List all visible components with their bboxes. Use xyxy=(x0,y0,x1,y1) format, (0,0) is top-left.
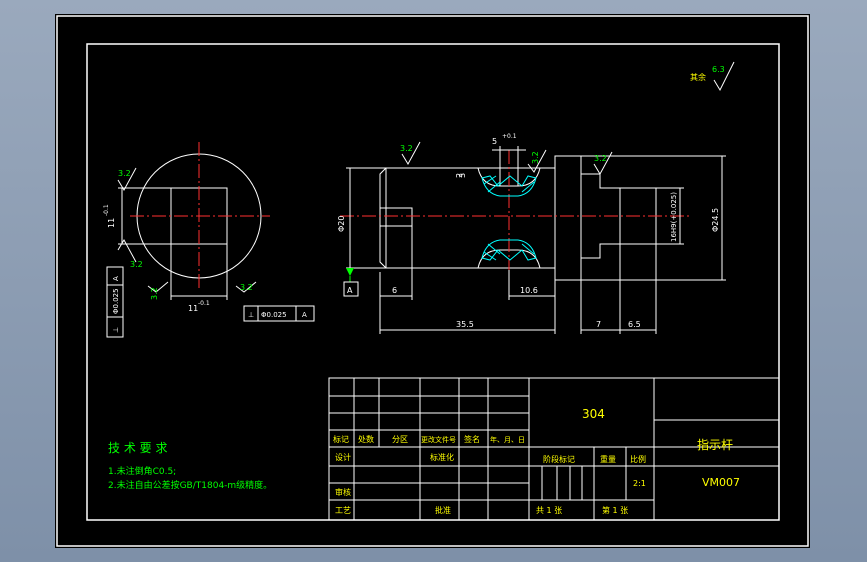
roughness-main-1: 3.2 xyxy=(400,144,413,153)
roughness-rest-label: 其余 xyxy=(690,72,706,82)
label-count: 处数 xyxy=(358,434,374,444)
dim-dia24-5: Φ24.5 xyxy=(711,208,720,232)
dim-2: 2 xyxy=(455,173,464,178)
tolerance-frame-v-symbol: ⊥ xyxy=(112,327,120,333)
main-view-text: 3.2 3.2 3.2 6.3 其余 Φ20 5 +0.1 3 2 6 10.6… xyxy=(337,65,725,329)
dim-square-height: 11 xyxy=(107,218,116,228)
tech-requirement-1: 1.未注倒角C0.5; xyxy=(108,465,176,477)
roughness-main-2: 3.2 xyxy=(594,154,607,163)
tolerance-frame-v-datum: A xyxy=(112,276,120,281)
tolerance-frame-v-value: Φ0.025 xyxy=(112,288,120,314)
label-mark: 标记 xyxy=(333,434,349,444)
dim-len-7: 7 xyxy=(596,320,601,329)
roughness-left-bottom: 3.2 xyxy=(130,260,143,269)
total-sheets: 共 1 张 xyxy=(536,506,562,515)
label-zone: 分区 xyxy=(392,435,408,444)
dim-groove-width: 5 xyxy=(492,137,497,146)
dim-dia20: Φ20 xyxy=(337,216,346,232)
label-weight: 重量 xyxy=(600,454,616,464)
tech-requirement-2: 2.未注自由公差按GB/T1804-m级精度。 xyxy=(108,479,272,491)
label-check: 审核 xyxy=(335,487,351,497)
tech-requirements-title: 技 术 要 求 xyxy=(108,441,167,455)
dim-groove-depth: 3 xyxy=(458,173,467,178)
datum-label: A xyxy=(347,286,353,295)
dim-len-10-6: 10.6 xyxy=(520,286,538,295)
drawing-canvas[interactable] xyxy=(55,14,810,548)
left-view xyxy=(117,142,270,300)
roughness-left-vertical: 3.2 xyxy=(150,287,159,300)
dim-square-width: 11 xyxy=(188,304,198,313)
title-block-text: 304 指示杆 VM007 标记 处数 分区 更改文件号 签名 年、月、日 设计… xyxy=(333,407,740,515)
dim-square-width-tol: -0.1 xyxy=(198,300,210,307)
dim-len-35-5: 35.5 xyxy=(456,320,474,329)
title-block xyxy=(328,377,780,521)
roughness-rest-value: 6.3 xyxy=(712,65,725,74)
label-sign: 签名 xyxy=(464,434,480,444)
tolerance-frame-horizontal: ⊥ Φ0.025 A xyxy=(243,305,315,322)
tolerance-frame-h-symbol: ⊥ xyxy=(248,311,254,319)
label-change-doc: 更改文件号 xyxy=(421,435,456,444)
label-standardize: 标准化 xyxy=(430,452,454,462)
drawing-no: VM007 xyxy=(702,476,740,489)
dim-bore: 16H9(+0.025) xyxy=(670,192,678,242)
tech-requirements: 技 术 要 求 1.未注倒角C0.5; 2.未注自由公差按GB/T1804-m级… xyxy=(108,441,272,491)
tolerance-frame-h-datum: A xyxy=(302,311,307,319)
dim-len-6: 6 xyxy=(392,286,397,295)
roughness-left-top: 3.2 xyxy=(118,169,131,178)
tolerance-frame-h-value: Φ0.025 xyxy=(261,311,287,319)
tolerance-frame-vertical: ⊥ Φ0.025 A xyxy=(106,266,124,338)
groove-section-hatch xyxy=(481,175,537,261)
label-scale: 比例 xyxy=(630,454,646,464)
outer-border xyxy=(56,15,809,547)
left-view-text: 3.2 3.2 3.2 3.2 11 -0.1 11 -0.1 xyxy=(103,169,253,313)
label-design: 设计 xyxy=(335,452,351,462)
scale-value: 2:1 xyxy=(633,479,646,488)
material: 304 xyxy=(582,407,605,421)
datum-a: A xyxy=(343,268,359,297)
sheet-number: 第 1 张 xyxy=(602,505,628,515)
dim-square-height-tol: -0.1 xyxy=(103,204,110,216)
roughness-left-right: 3.2 xyxy=(240,283,253,292)
label-process: 工艺 xyxy=(335,506,351,515)
label-approve: 批准 xyxy=(435,505,451,515)
dim-len-6-5: 6.5 xyxy=(628,320,641,329)
dim-groove-tol: +0.1 xyxy=(502,133,517,140)
part-name: 指示杆 xyxy=(697,437,733,452)
label-stage: 阶段标记 xyxy=(543,454,575,464)
roughness-main-3: 3.2 xyxy=(531,151,540,164)
label-date: 年、月、日 xyxy=(490,435,525,444)
